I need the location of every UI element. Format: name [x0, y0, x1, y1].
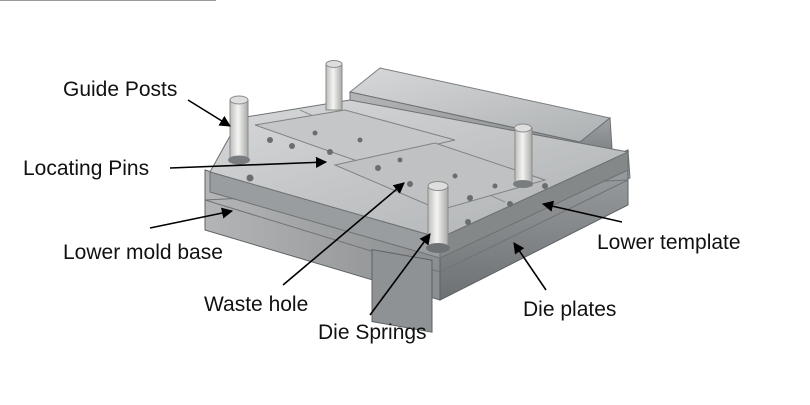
arrow-guide-posts: [187, 99, 231, 127]
arrow-lower-mold-base: [149, 207, 234, 229]
top-border-line: [0, 0, 216, 1]
arrow-locating-pins: [169, 156, 328, 169]
die-plates: [254, 109, 547, 211]
guide-post-right: [513, 123, 533, 188]
label-locating-pins: Locating Pins: [23, 157, 150, 180]
label-die-springs: Die Springs: [318, 321, 427, 344]
label-die-plates: Die plates: [523, 298, 617, 321]
label-waste-hole: Waste hole: [204, 293, 309, 316]
leader-arrows: [149, 99, 623, 316]
arrow-waste-hole: [282, 182, 405, 286]
label-lower-mold-base: Lower mold base: [63, 241, 223, 264]
plate-holes: [246, 130, 548, 225]
label-guide-posts: Guide Posts: [63, 78, 178, 101]
guide-post-left: [228, 95, 250, 165]
label-lower-template: Lower template: [597, 231, 741, 254]
die-spring-front: [426, 181, 450, 253]
arrow-die-plates: [513, 242, 547, 291]
arrow-die-springs: [369, 233, 431, 316]
arrow-lower-template: [541, 200, 623, 223]
guide-post-back: [325, 60, 343, 111]
